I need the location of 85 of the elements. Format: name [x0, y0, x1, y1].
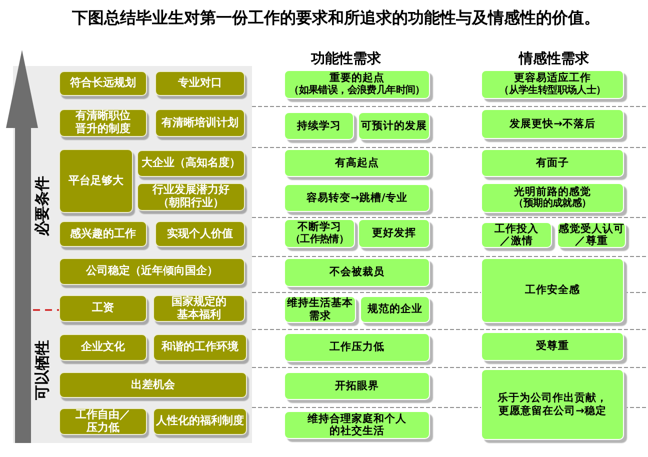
item-note: （工作热情）	[290, 234, 349, 246]
item-note: （预期的成就感）	[514, 198, 592, 210]
item-text: 有清晰职位晋升的制度	[74, 110, 132, 136]
requirement-box	[155, 221, 245, 247]
requirement-box	[153, 408, 247, 435]
item-text: 乐于为公司作出贡献，更愿意留在公司→稳定	[496, 392, 608, 417]
item-text: 专业对口	[178, 77, 222, 90]
column-heading: 情感性需求	[517, 50, 590, 68]
item-text: 感觉受人认可／尊重	[558, 222, 625, 248]
item-text: 发展更快→不落后	[510, 118, 596, 130]
requirement-box	[59, 258, 245, 285]
item-text: 有高起点	[335, 156, 379, 170]
item-text: 企业文化	[81, 341, 125, 354]
requirement-box	[59, 221, 147, 247]
diagram-title: 下图总结毕业生对第一份工作的要求和所追求的功能性与及情感性的价值。	[71, 7, 601, 29]
column-heading: 功能性需求	[310, 50, 382, 68]
item-text: 工作安全感	[525, 284, 580, 297]
value-box	[284, 219, 355, 248]
item-text: 光明前路的感觉	[514, 186, 591, 198]
value-box	[284, 411, 430, 439]
requirement-box	[59, 295, 147, 322]
item-text: 和谐的工作环境	[162, 341, 238, 354]
value-box	[481, 109, 624, 139]
item-text: 平台足够大	[68, 174, 124, 188]
value-box	[481, 222, 552, 248]
category-label: 可以牺牲	[34, 340, 50, 400]
value-box	[481, 369, 624, 440]
item-text: 可预计的发展	[361, 120, 427, 132]
value-box	[284, 112, 354, 140]
item-text: 出差机会	[131, 378, 175, 392]
requirement-box	[137, 183, 245, 211]
item-text: 维持合理家庭和个人的社交生活	[306, 412, 408, 438]
value-box	[358, 219, 430, 248]
value-box	[284, 184, 430, 212]
item-text: 大企业（高知名度）	[142, 157, 240, 170]
item-text: 容易转变→跳槽/专业	[306, 192, 408, 204]
value-box	[284, 333, 430, 362]
category-label: 必要条件	[34, 176, 50, 236]
requirement-box	[155, 109, 245, 137]
item-text: 持续学习	[297, 120, 341, 132]
item-text: 国家规定的基本福利	[170, 296, 228, 322]
value-box	[360, 296, 430, 323]
item-text: 更容易适应工作	[514, 72, 591, 84]
item-text: 感兴趣的工作	[70, 228, 136, 240]
requirement-box	[137, 150, 245, 177]
item-text: 受尊重	[536, 340, 569, 353]
requirement-box	[155, 71, 245, 96]
value-box	[481, 149, 624, 177]
value-box	[481, 258, 624, 323]
item-text: 工作自由／压力低	[74, 408, 132, 434]
value-box	[481, 183, 624, 213]
item-text: 工资	[92, 302, 114, 315]
requirement-box	[153, 295, 245, 322]
item-text: 人性化的福利制度	[156, 415, 244, 428]
requirement-box	[59, 372, 247, 398]
item-text: 工作投入／激情	[494, 222, 540, 248]
requirement-box	[59, 71, 147, 96]
value-box	[284, 372, 430, 400]
item-text: 公司稳定（近年倾向国企）	[86, 265, 218, 278]
item-text: 行业发展潜力好（朝阳行业）	[151, 184, 230, 210]
item-text: 有面子	[536, 156, 569, 170]
item-text: 开拓眼界	[335, 380, 379, 392]
item-text: 不会被裁员	[330, 266, 384, 279]
item-note: （如果错误，会浪费几年时间）	[289, 84, 425, 97]
requirement-box	[59, 149, 133, 213]
value-box	[284, 149, 430, 177]
item-text: 有清晰培训计划	[162, 116, 238, 130]
value-box	[284, 258, 430, 287]
value-box	[284, 70, 430, 99]
requirement-box	[59, 334, 147, 361]
item-text: 不断学习	[298, 221, 342, 234]
item-text: 规范的企业	[368, 303, 422, 316]
item-text: 符合长远规划	[70, 77, 136, 90]
value-box	[481, 332, 624, 361]
item-text: 更好发挥	[372, 227, 416, 240]
requirement-box	[153, 334, 247, 361]
item-note: （从学生转型职场人士）	[499, 84, 606, 97]
item-text: 实现个人价值	[167, 228, 233, 240]
value-box	[358, 112, 430, 140]
item-text: 工作压力低	[330, 341, 384, 354]
item-text: 维持生活基本需求	[286, 297, 354, 322]
value-box	[481, 70, 624, 99]
requirement-box	[59, 408, 147, 435]
item-text: 重要的起点	[330, 72, 384, 84]
requirement-box	[59, 109, 147, 137]
